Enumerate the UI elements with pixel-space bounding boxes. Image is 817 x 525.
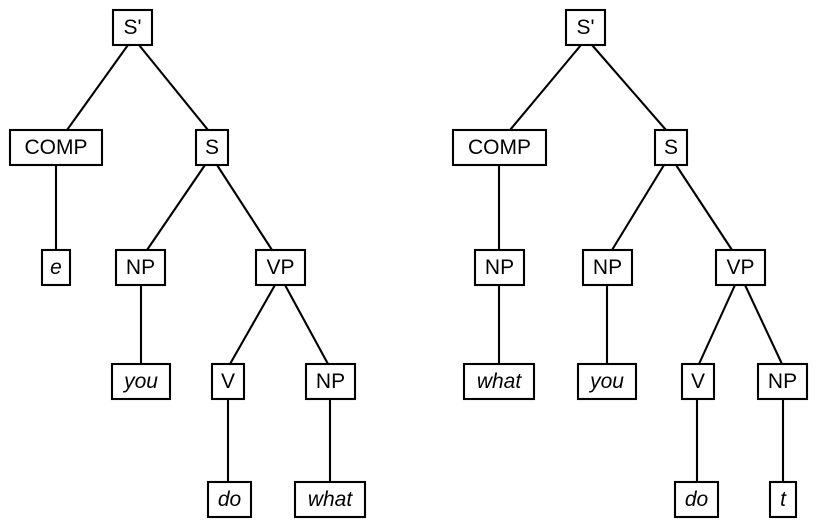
tree-edge xyxy=(744,284,783,365)
tree-edge xyxy=(509,44,582,131)
node-box xyxy=(210,362,246,401)
tree-edge xyxy=(284,284,329,365)
tree-node-vp: VP xyxy=(714,248,767,287)
node-box xyxy=(576,362,638,401)
tree-node-do: do xyxy=(673,480,720,519)
node-box xyxy=(473,248,526,287)
node-label: V xyxy=(221,370,235,393)
node-box xyxy=(194,128,230,167)
node-box xyxy=(111,8,154,47)
node-label: what xyxy=(477,370,523,393)
node-label: S' xyxy=(123,16,141,39)
tree-node-t: t xyxy=(768,480,798,519)
tree-node-s: S' xyxy=(564,8,607,47)
node-label: e xyxy=(50,256,62,279)
tree-node-np: NP xyxy=(756,362,809,401)
tree-edge xyxy=(591,44,667,131)
tree-edge xyxy=(146,164,206,251)
node-box xyxy=(40,248,72,287)
tree-node-what: what xyxy=(462,362,536,401)
tree-node-np: NP xyxy=(581,248,634,287)
node-label: COMP xyxy=(25,136,88,159)
tree-edge xyxy=(675,164,733,251)
node-label: do xyxy=(218,488,242,511)
tree-edges xyxy=(54,44,332,482)
node-label: NP xyxy=(126,256,155,279)
node-label: NP xyxy=(768,370,797,393)
node-label: what xyxy=(308,488,354,511)
tree-node-s: S xyxy=(194,128,230,167)
tree-node-s: S' xyxy=(111,8,154,47)
node-label: VP xyxy=(726,256,754,279)
tree-node-what: what xyxy=(293,480,367,519)
tree-node-comp: COMP xyxy=(451,128,548,167)
tree-node-np: NP xyxy=(114,248,167,287)
tree-node-s: S xyxy=(653,128,689,167)
node-box xyxy=(293,480,367,519)
node-label: NP xyxy=(485,256,514,279)
node-box xyxy=(680,362,716,401)
node-box xyxy=(462,362,536,401)
node-label: you xyxy=(588,370,624,393)
tree-node-vp: VP xyxy=(254,248,307,287)
node-label: VP xyxy=(266,256,294,279)
node-box xyxy=(756,362,809,401)
node-box xyxy=(114,248,167,287)
node-box xyxy=(8,128,104,167)
node-box xyxy=(254,248,307,287)
node-box xyxy=(564,8,607,47)
tree-node-np: NP xyxy=(304,362,357,401)
tree-node-you: you xyxy=(576,362,638,401)
tree-node-np: NP xyxy=(473,248,526,287)
node-label: t xyxy=(780,488,787,511)
tree-edge xyxy=(229,284,276,365)
node-box xyxy=(768,480,798,519)
surface-structure-tree: S' COMP S NP NP VP what you V NP do t xyxy=(451,8,809,519)
node-label: V xyxy=(691,370,705,393)
node-label: S xyxy=(205,136,219,159)
node-box xyxy=(110,362,172,401)
tree-edge xyxy=(611,164,665,251)
node-label: do xyxy=(685,488,709,511)
node-label: COMP xyxy=(468,136,531,159)
tree-node-comp: COMP xyxy=(8,128,104,167)
tree-node-e: e xyxy=(40,248,72,287)
node-label: NP xyxy=(316,370,345,393)
node-box xyxy=(451,128,548,167)
node-label: NP xyxy=(593,256,622,279)
tree-edges xyxy=(497,44,785,482)
tree-nodes: S' COMP S NP NP VP what you V NP do t xyxy=(451,8,809,519)
node-box xyxy=(206,480,253,519)
node-label: S xyxy=(664,136,678,159)
node-box xyxy=(581,248,634,287)
node-box xyxy=(714,248,767,287)
tree-edge xyxy=(66,44,129,131)
tree-node-v: V xyxy=(210,362,246,401)
node-label: S' xyxy=(576,16,594,39)
tree-edge xyxy=(138,44,209,131)
node-label: you xyxy=(122,370,158,393)
node-box xyxy=(653,128,689,167)
tree-edge xyxy=(216,164,273,251)
tree-node-v: V xyxy=(680,362,716,401)
tree-node-do: do xyxy=(206,480,253,519)
tree-edge xyxy=(698,284,736,365)
node-box xyxy=(673,480,720,519)
node-box xyxy=(304,362,357,401)
tree-node-you: you xyxy=(110,362,172,401)
